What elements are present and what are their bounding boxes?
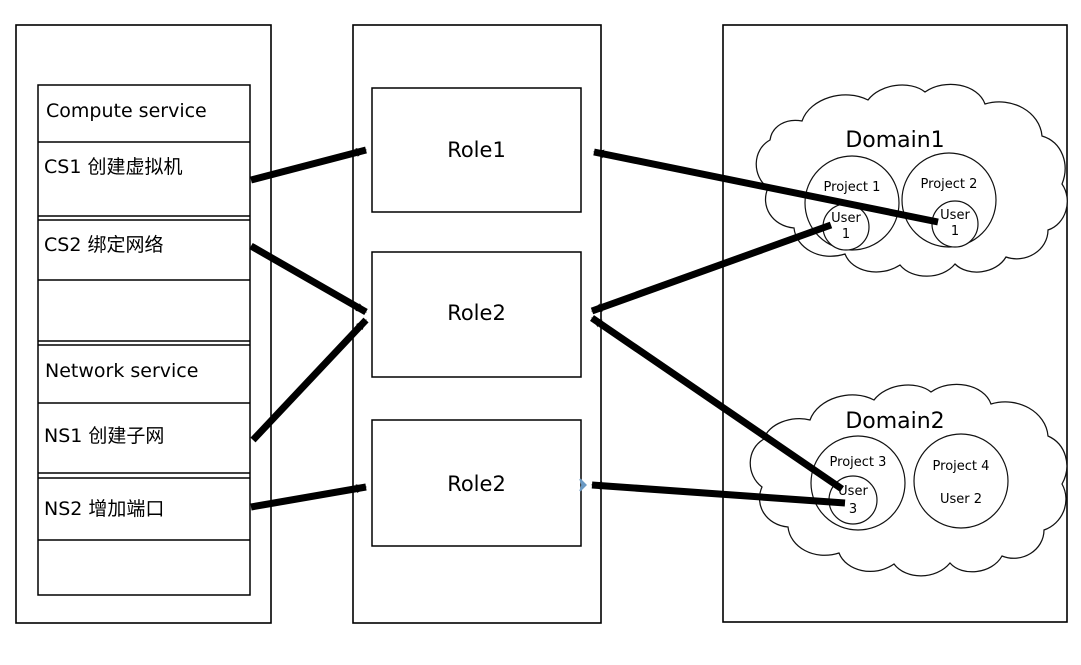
- services-row-label-cs2: CS2 绑定网络: [44, 234, 164, 256]
- domain-2-cloud: [749, 383, 1068, 577]
- role-label-1: Role1: [447, 138, 506, 162]
- connector-user3-to-role3: [591, 481, 846, 507]
- project-label-2: Project 2: [920, 177, 978, 192]
- project-label-4: Project 4: [932, 459, 990, 474]
- project-4-circle[interactable]: [913, 433, 1009, 529]
- domain-1-cloud: [755, 83, 1068, 277]
- services-row-label-network-service: Network service: [45, 360, 199, 382]
- project-4-user-label: User 2: [939, 492, 983, 507]
- project-2-user-label-line2: 1: [950, 224, 960, 239]
- connector-role3-endpoint-marker: [579, 478, 587, 492]
- connector-ns1-to-role2: [250, 317, 369, 443]
- role-label-2: Role2: [447, 301, 506, 325]
- project-1-user-label-line1: User: [831, 211, 861, 226]
- connector-user-p2-to-role1: [593, 148, 939, 226]
- project-label-1: Project 1: [823, 180, 881, 195]
- role-box-2[interactable]: [371, 251, 582, 378]
- domain-label-2: Domain2: [845, 409, 945, 434]
- project-3-user-label-line2: 3: [848, 502, 858, 517]
- project-1-user-label-line2: 1: [841, 227, 851, 242]
- role-box-1[interactable]: [371, 87, 582, 213]
- connector-user-p1-to-role2: [590, 221, 833, 315]
- connector-user3-to-role2: [590, 315, 844, 492]
- connector-cs1-to-role1: [250, 146, 367, 184]
- project-label-3: Project 3: [829, 455, 887, 470]
- project-2-user-label-line1: User: [940, 208, 970, 223]
- services-row-label-ns2: NS2 增加端口: [44, 498, 165, 520]
- domain-label-1: Domain1: [845, 128, 945, 153]
- connector-cs2-to-role2: [249, 242, 368, 316]
- services-row-label-compute-service: Compute service: [46, 100, 207, 122]
- services-row-label-cs1: CS1 创建虚拟机: [44, 156, 183, 178]
- role-label-3: Role2: [447, 472, 506, 496]
- project-3-user-label-line1: User: [838, 484, 868, 499]
- services-row-label-ns1: NS1 创建子网: [44, 425, 165, 447]
- services-table-border: [37, 84, 251, 596]
- domain-2-cloud-outline: [749, 383, 1068, 577]
- connector-ns2-to-role3: [250, 483, 367, 511]
- services-table: [37, 84, 251, 596]
- role-box-3[interactable]: [371, 419, 582, 547]
